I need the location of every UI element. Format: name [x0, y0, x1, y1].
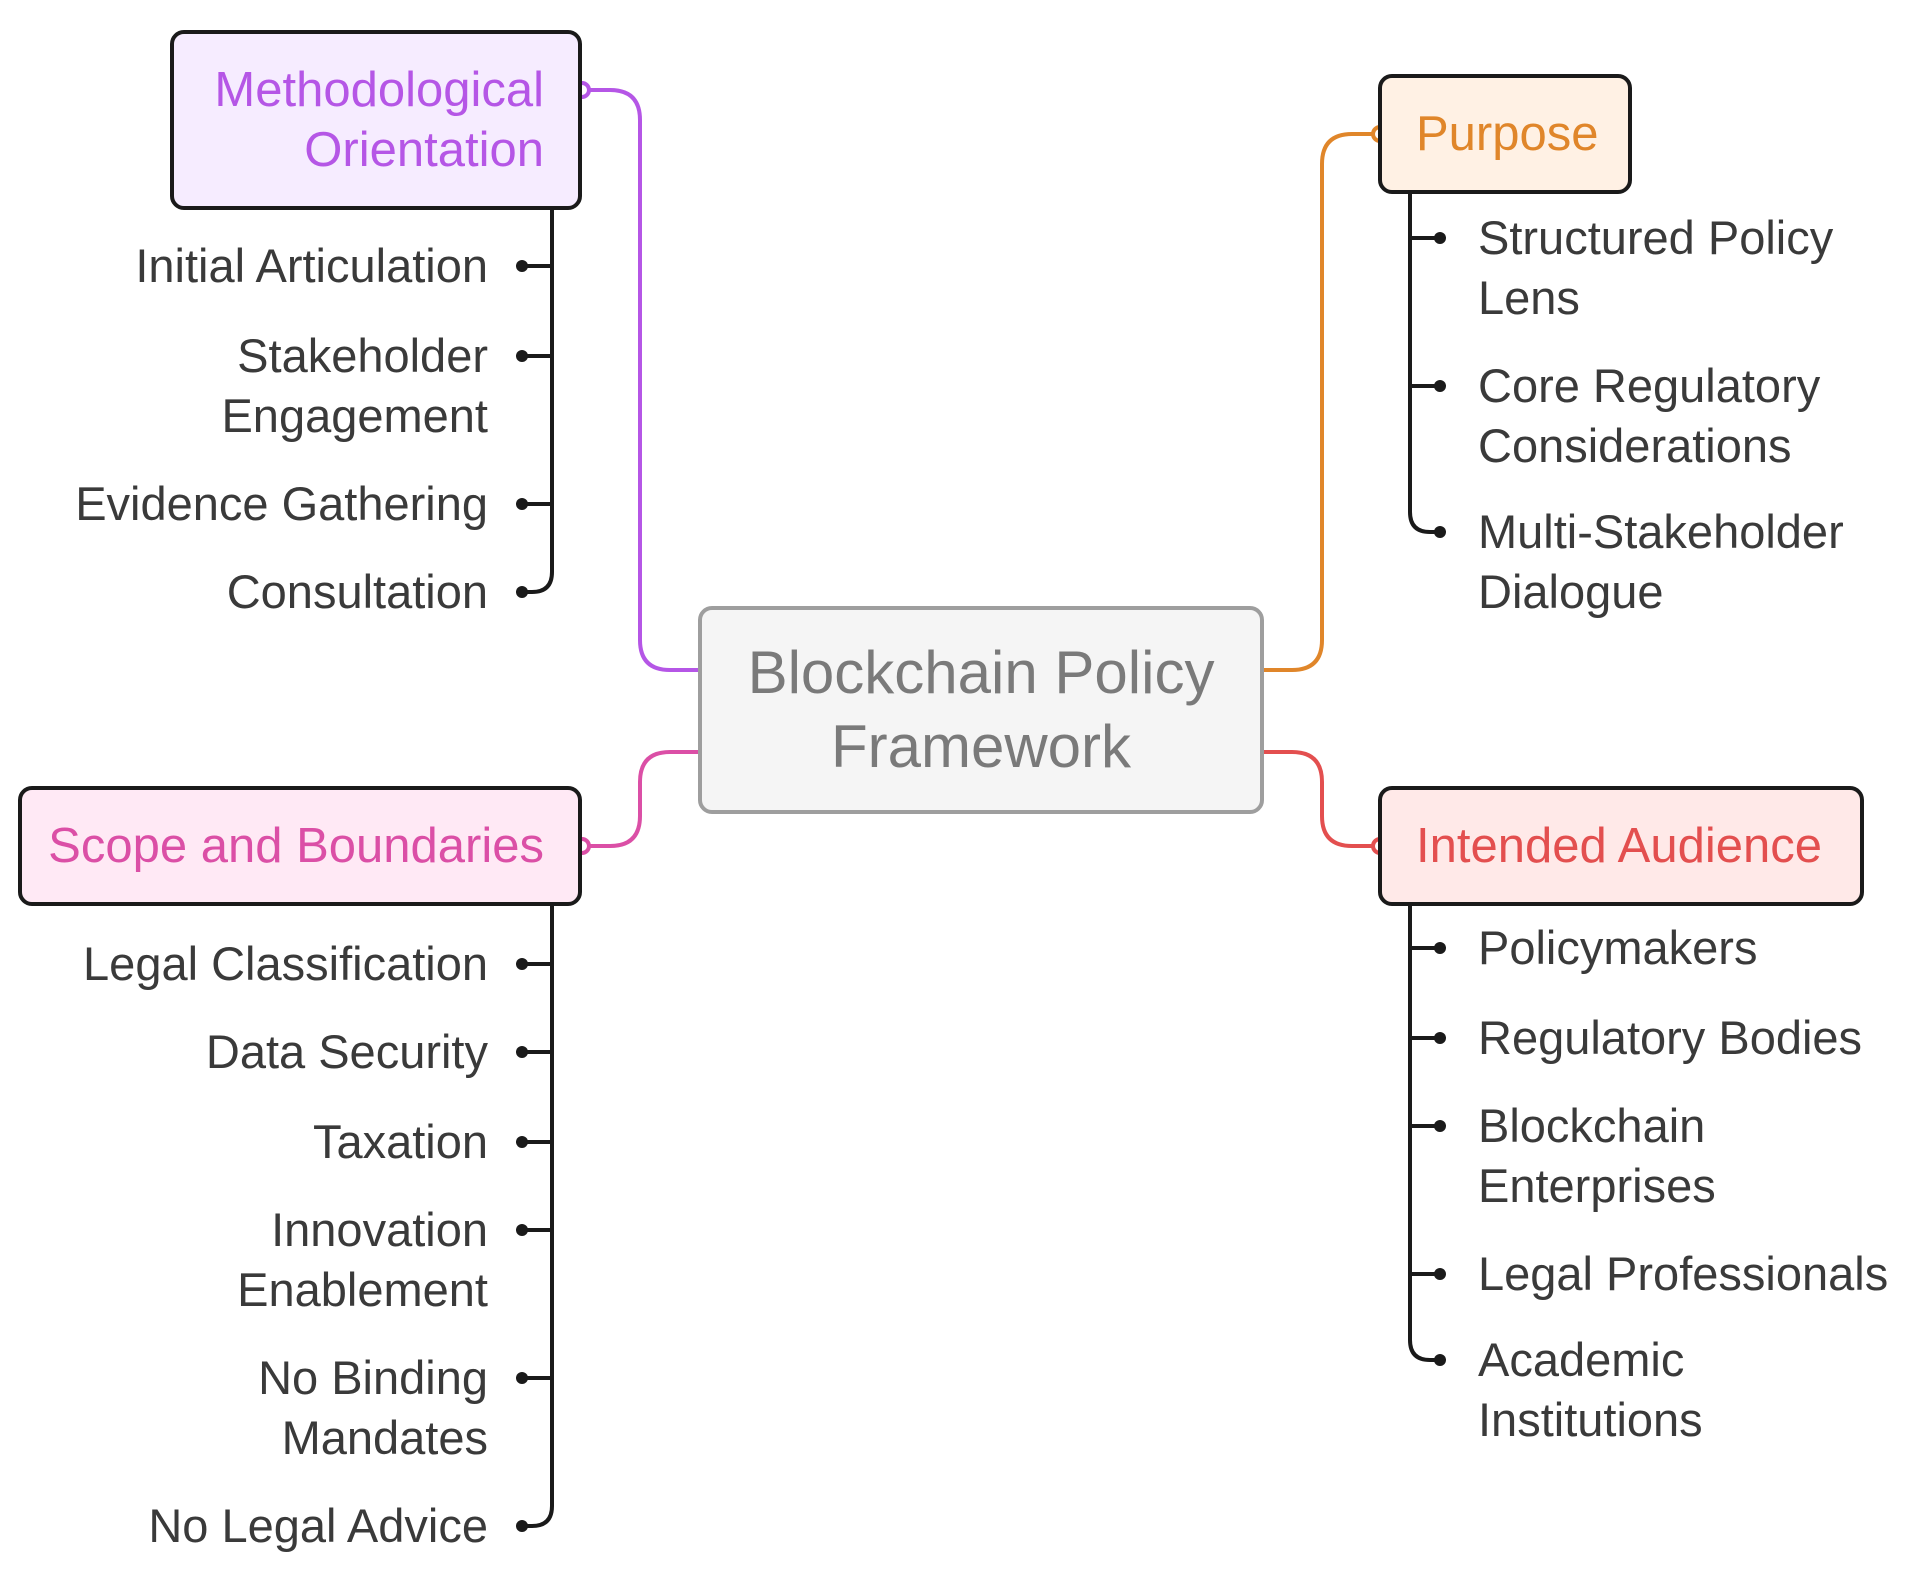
branch-title: Methodological Orientation [214, 63, 544, 177]
branch-purpose: Purpose [1378, 74, 1632, 194]
leaf-item: Initial Articulation [135, 239, 488, 292]
connector-audience [1262, 750, 1380, 848]
leaf-item: Consultation [226, 565, 488, 618]
center-node: Blockchain Policy Framework [698, 606, 1264, 814]
leaf-item: Legal Classification [83, 937, 488, 990]
leaf-item: Multi-Stakeholder Dialogue [1478, 505, 1844, 618]
branch-title: Scope and Boundaries [48, 819, 544, 873]
branch-title: Purpose [1416, 107, 1599, 161]
spine-scope [520, 904, 554, 1528]
leaf-item: Legal Professionals [1478, 1247, 1889, 1300]
leaf-item: Evidence Gathering [75, 477, 488, 530]
center-title: Blockchain Policy Framework [747, 639, 1215, 780]
leaf-item: Data Security [205, 1025, 488, 1078]
spine-purpose [1408, 192, 1442, 534]
branch-scope-and-boundaries: Scope and Boundaries [18, 786, 582, 906]
leaf-item: Blockchain Enterprises [1478, 1099, 1716, 1212]
branch-methodological-orientation: Methodological Orientation [170, 30, 582, 210]
leaf-item: Regulatory Bodies [1478, 1011, 1863, 1064]
spine-audience [1408, 904, 1442, 1362]
leaf-item: No Binding Mandates [258, 1351, 488, 1464]
leaf-item: Structured Policy Lens [1478, 211, 1834, 324]
branch-intended-audience: Intended Audience [1378, 786, 1864, 906]
connector-scope [580, 750, 700, 848]
leaf-item: Policymakers [1478, 921, 1758, 974]
leaf-dots [516, 232, 1446, 1532]
leaf-item: Stakeholder Engagement [221, 329, 488, 442]
connector-purpose [1262, 132, 1380, 672]
leaf-item: Core Regulatory Considerations [1478, 359, 1821, 472]
leaf-item: No Legal Advice [148, 1499, 488, 1552]
connector-methodological [580, 88, 700, 672]
leaf-item: Taxation [312, 1115, 488, 1168]
branch-title: Intended Audience [1416, 819, 1822, 873]
leaf-item: Innovation Enablement [237, 1203, 488, 1316]
leaf-item: Academic Institutions [1478, 1333, 1703, 1446]
